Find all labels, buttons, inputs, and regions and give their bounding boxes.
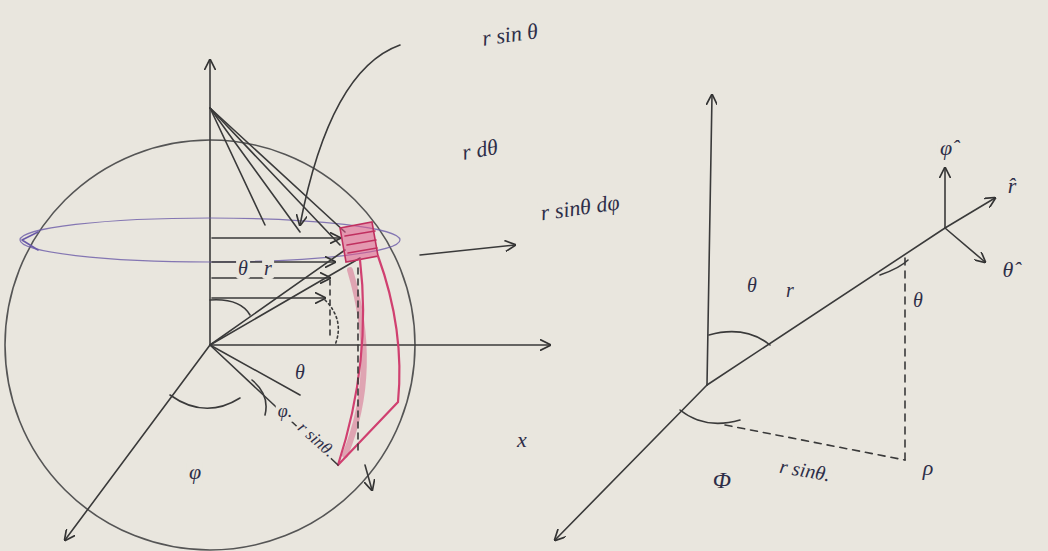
projection-label: r sinθ.: [292, 417, 340, 463]
projection-label: r sinθ.: [776, 454, 834, 485]
area-element-label: r sin θ: [479, 19, 542, 51]
arc-length-label: r dθ: [458, 135, 501, 166]
angle-label: φ: [187, 460, 203, 484]
unit-vector-label: φ̂: [938, 136, 954, 160]
angle-label: θ: [911, 289, 925, 311]
unit-vector-label: r̂: [1006, 174, 1019, 198]
arc-length-label: r sinθ dφ: [537, 190, 623, 226]
angle-label: θ: [745, 274, 759, 296]
radius-label: r: [262, 257, 274, 279]
radius-label: r: [784, 279, 796, 301]
axis-label: x: [515, 428, 529, 452]
angle-label: θ: [236, 257, 250, 279]
angle-label: Φ: [711, 467, 733, 493]
unit-vector-label: θ̂: [1001, 258, 1016, 282]
angle-label: θ: [293, 361, 307, 383]
angle-label: φ.: [276, 402, 294, 422]
point-label: ρ: [921, 456, 936, 480]
